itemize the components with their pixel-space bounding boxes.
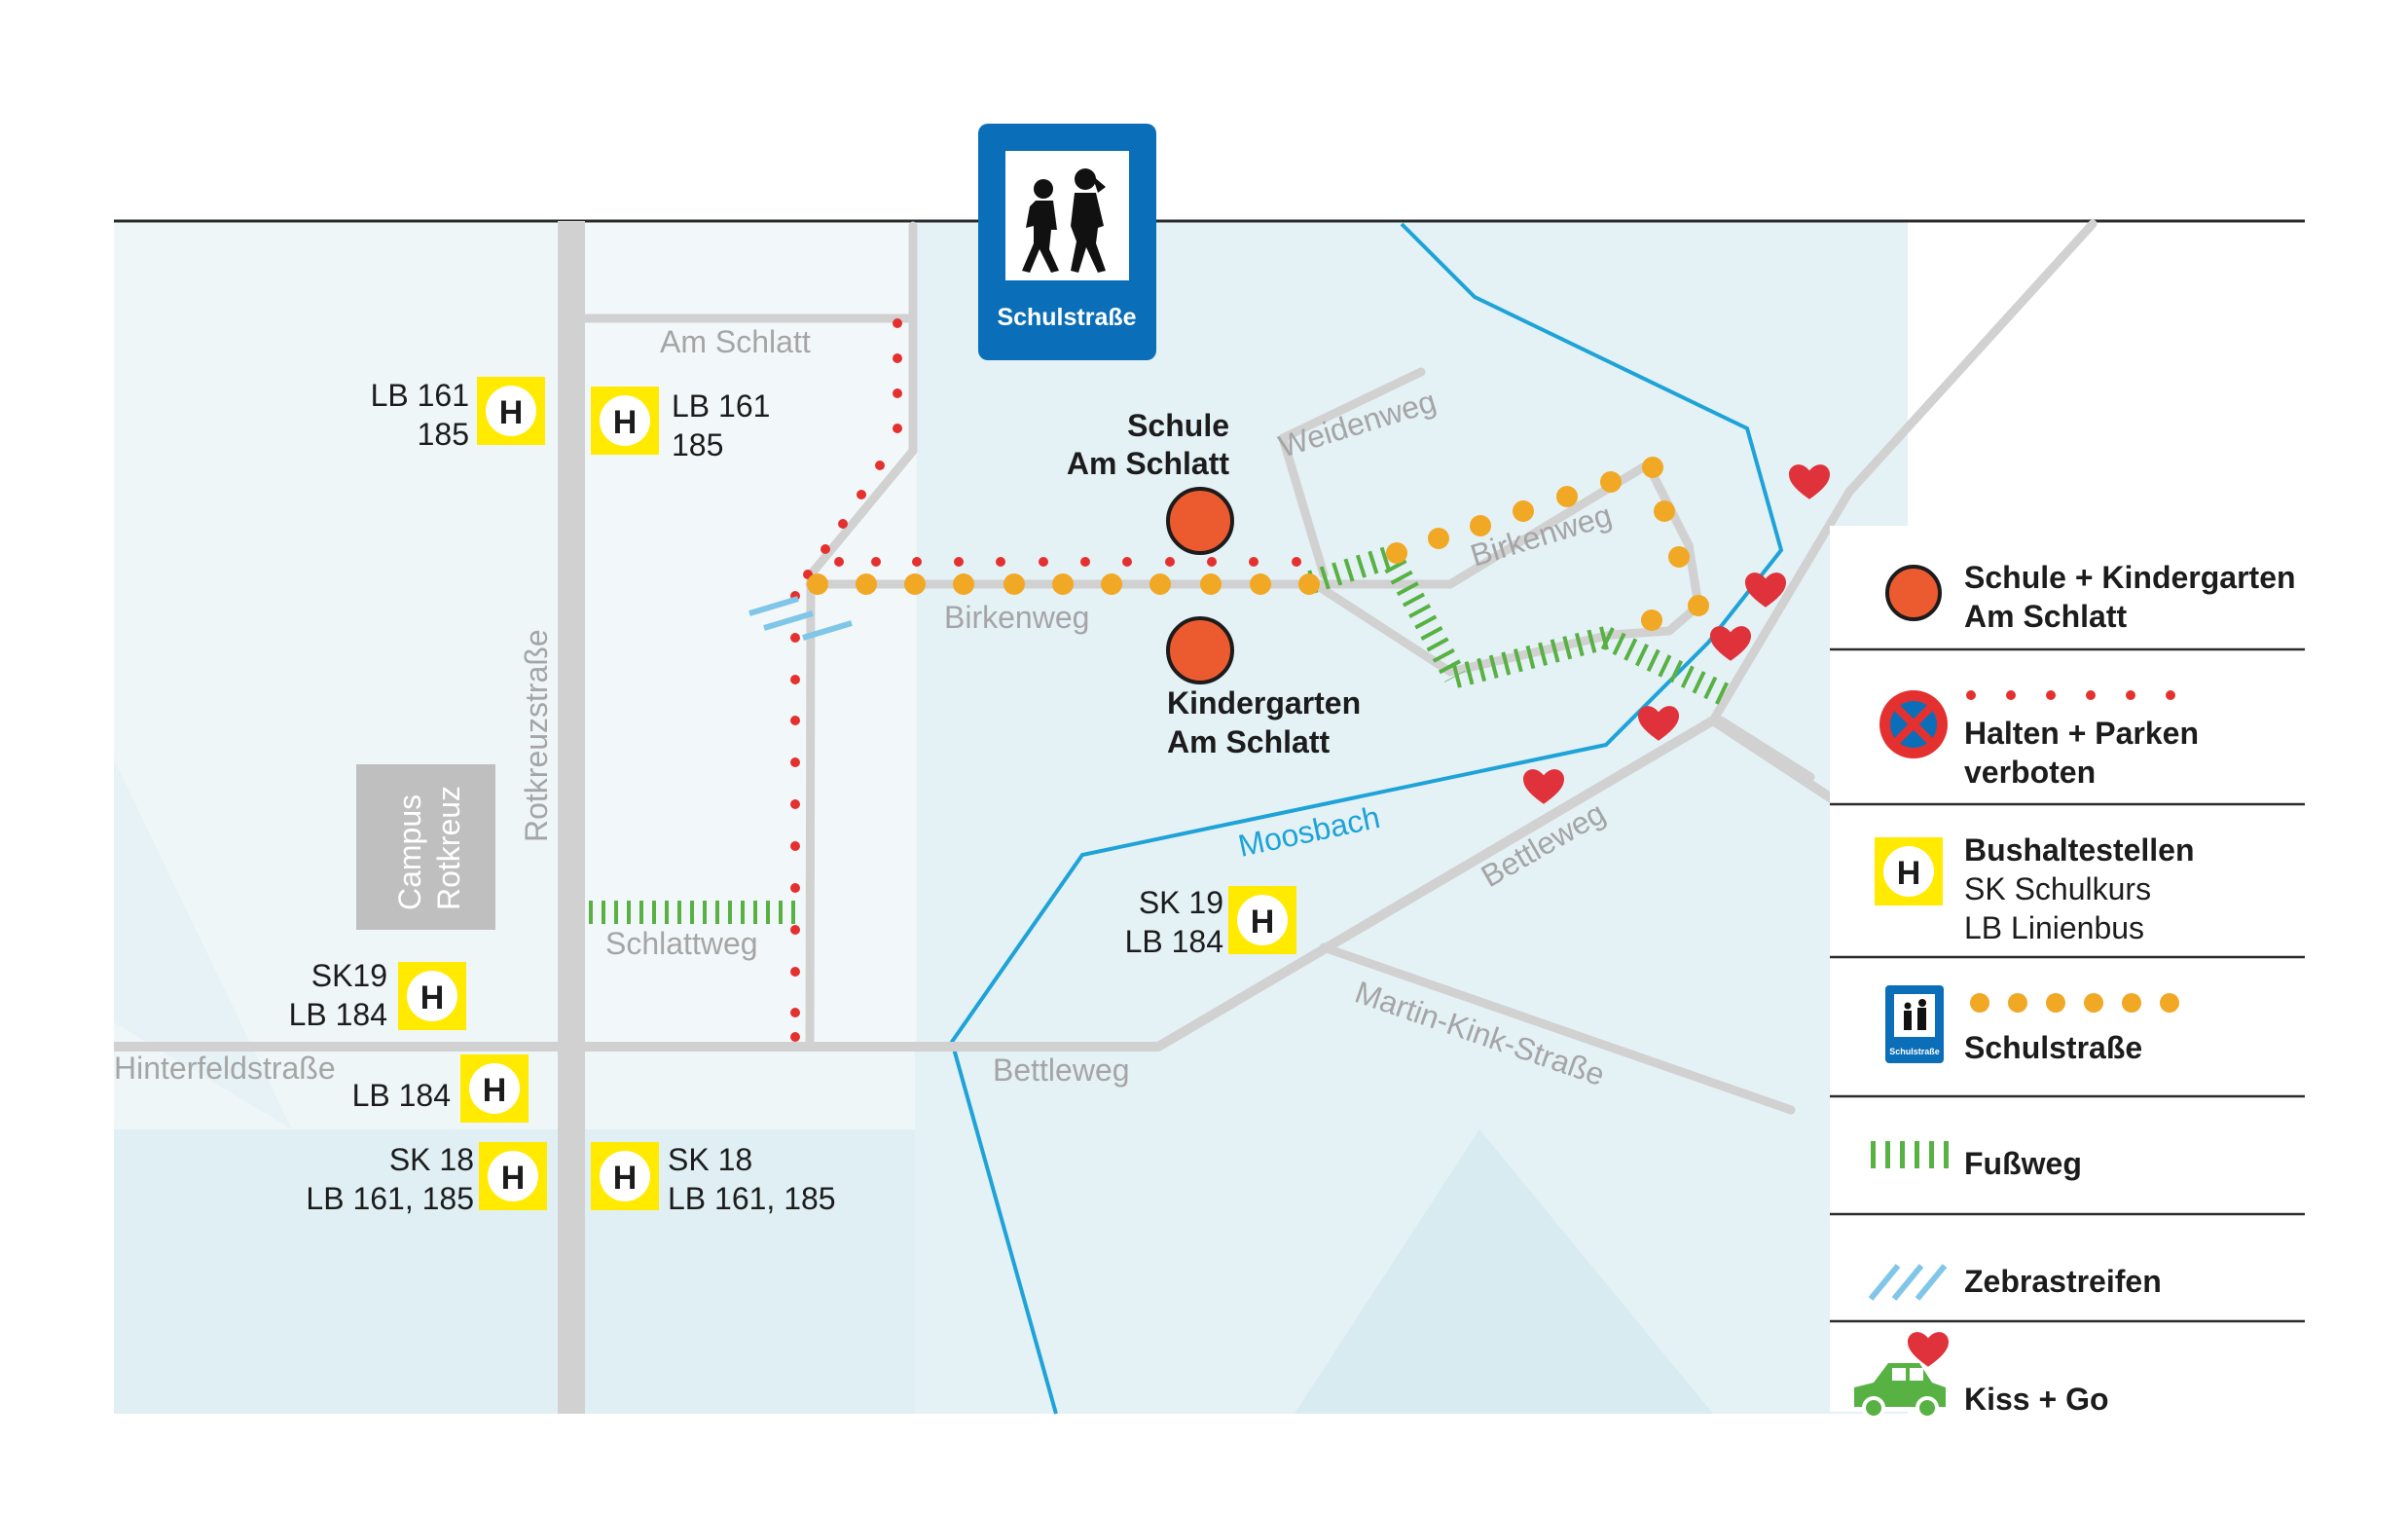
svg-text:185: 185 bbox=[672, 427, 723, 462]
bus-stop: H SK 18 LB 161, 185 bbox=[591, 1142, 836, 1216]
bus-stop-h-icon: H bbox=[501, 1160, 526, 1197]
bus-stop-h-icon: H bbox=[613, 404, 638, 441]
svg-text:LB 184: LB 184 bbox=[289, 997, 387, 1032]
svg-text:185: 185 bbox=[418, 417, 469, 452]
street-schlattweg: Schlattweg bbox=[605, 926, 758, 961]
no-parking-icon bbox=[1879, 690, 1948, 758]
bus-stop: H SK 18 LB 161, 185 bbox=[306, 1142, 547, 1216]
street-hinterfeldstrasse: Hinterfeldstraße bbox=[114, 1051, 336, 1086]
legend-bus-sub1: SK Schulkurs bbox=[1964, 871, 2151, 906]
footpath-segments bbox=[589, 543, 1733, 924]
campus-label-line1: Campus bbox=[392, 794, 427, 910]
terrain-shade bbox=[114, 759, 292, 1129]
kindergarten-label-line2: Am Schlatt bbox=[1167, 724, 1330, 759]
kindergarten-marker bbox=[1166, 616, 1234, 684]
bus-stop-h-icon: H bbox=[483, 1072, 507, 1109]
bus-stop: H LB 184 bbox=[352, 1054, 529, 1123]
street-bettleweg-south: Bettleweg bbox=[993, 1052, 1130, 1088]
legend-zebra: Zebrastreifen bbox=[1964, 1264, 2162, 1299]
legend-bus-sub2: LB Linienbus bbox=[1964, 910, 2144, 945]
legend-bus-h: H bbox=[1897, 855, 1921, 892]
legend-kiss-go: Kiss + Go bbox=[1964, 1382, 2109, 1417]
terrain-light bbox=[581, 221, 917, 1049]
legend-school-icon bbox=[1885, 565, 1942, 621]
terrain-shade bbox=[1295, 1129, 1713, 1414]
street-birkenweg-west: Birkenweg bbox=[944, 600, 1089, 635]
legend-fussweg: Fußweg bbox=[1964, 1146, 2082, 1181]
legend-orange-dots-icon bbox=[1970, 993, 2179, 1013]
legend-zebra-icon bbox=[1868, 1264, 1948, 1301]
svg-text:LB 161: LB 161 bbox=[371, 378, 469, 413]
campus-label-line2: Rotkreuz bbox=[431, 786, 466, 910]
legend-school-line2: Am Schlatt bbox=[1964, 599, 2127, 634]
bus-stop-h-icon: H bbox=[420, 979, 445, 1016]
kindergarten-label-line1: Kindergarten bbox=[1167, 685, 1361, 720]
legend: Schule + Kindergarten Am Schlatt Halten … bbox=[1830, 526, 2326, 1420]
legend-bus-title: Bushaltestellen bbox=[1964, 832, 2195, 868]
schulstrasse-dots bbox=[807, 457, 1709, 631]
legend-schulstrasse: Schulstraße bbox=[1964, 1030, 2142, 1065]
street-rotkreuzstrasse: Rotkreuzstraße bbox=[519, 629, 554, 842]
bus-stop: H SK19 LB 184 bbox=[289, 958, 466, 1032]
legend-schulstrasse-sign-icon: Schulstraße bbox=[1885, 985, 1944, 1063]
terrain-shade bbox=[114, 1129, 915, 1414]
campus-rotkreuz-block bbox=[356, 764, 495, 930]
legend-school-line1: Schule + Kindergarten bbox=[1964, 560, 2296, 595]
street-am-schlatt: Am Schlatt bbox=[660, 324, 811, 359]
svg-text:LB 184: LB 184 bbox=[352, 1078, 451, 1113]
car-icon bbox=[1854, 1363, 1946, 1420]
school-marker bbox=[1166, 487, 1234, 555]
school-label-line1: Schule bbox=[1127, 408, 1229, 443]
bus-stop-h-icon: H bbox=[499, 394, 524, 431]
svg-text:SK 19: SK 19 bbox=[1139, 885, 1223, 920]
schulstrasse-sign: Schulstraße bbox=[978, 124, 1156, 360]
legend-sign-small-label: Schulstraße bbox=[1889, 1047, 1940, 1056]
svg-text:LB 161, 185: LB 161, 185 bbox=[668, 1181, 836, 1216]
bus-stop: H SK 19 LB 184 bbox=[1125, 885, 1296, 959]
svg-text:SK19: SK19 bbox=[311, 958, 387, 993]
zebra-crossing bbox=[748, 596, 853, 641]
schoolchildren-icon bbox=[1022, 168, 1106, 273]
sign-label: Schulstraße bbox=[997, 304, 1136, 331]
legend-red-dots-icon bbox=[1966, 690, 2175, 700]
svg-text:SK 18: SK 18 bbox=[668, 1142, 752, 1177]
bus-stop: H LB 161 185 bbox=[371, 377, 545, 452]
legend-noparking-line2: verboten bbox=[1964, 755, 2096, 790]
moosbach-river bbox=[949, 222, 1784, 1415]
svg-text:LB 161, 185: LB 161, 185 bbox=[306, 1181, 474, 1216]
legend-noparking-line1: Halten + Parken bbox=[1964, 716, 2199, 751]
no-parking-dots bbox=[790, 318, 1301, 1042]
svg-text:LB 184: LB 184 bbox=[1125, 924, 1223, 959]
svg-text:LB 161: LB 161 bbox=[672, 388, 770, 424]
bus-stop: H LB 161 185 bbox=[591, 387, 770, 462]
school-label-line2: Am Schlatt bbox=[1067, 446, 1229, 481]
bus-stop-h-icon: H bbox=[1251, 904, 1275, 941]
svg-text:SK 18: SK 18 bbox=[389, 1142, 474, 1177]
bus-stop-h-icon: H bbox=[613, 1160, 638, 1197]
